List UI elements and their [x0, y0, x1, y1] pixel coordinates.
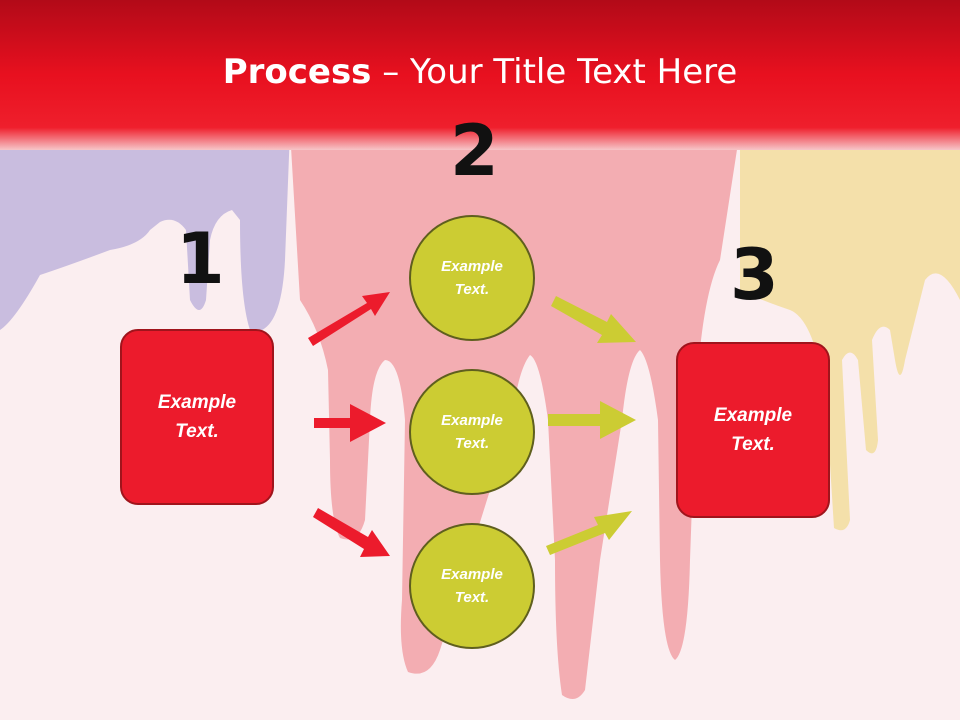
circle-bottom: Example Text. [409, 523, 535, 649]
circle-bottom-text: Example Text. [441, 566, 503, 606]
left-step-box: Example Text. [120, 329, 274, 505]
title-rest: – Your Title Text Here [371, 52, 738, 92]
step-number-3: 3 [730, 234, 779, 316]
arrow-right-red [314, 404, 386, 442]
slide-title: Process – Your Title Text Here [0, 52, 960, 92]
circle-middle: Example Text. [409, 369, 535, 495]
arrow-right-olive [548, 401, 636, 439]
arrow-down-right-red [313, 508, 390, 557]
circle-top: Example Text. [409, 215, 535, 341]
right-box-text: Example Text. [713, 405, 793, 455]
arrow-up-right-olive [546, 511, 632, 555]
left-box-text: Example Text. [157, 392, 237, 442]
step-number-2: 2 [450, 110, 499, 192]
right-step-box: Example Text. [676, 342, 830, 518]
circle-top-text: Example Text. [441, 258, 503, 298]
step-number-1: 1 [176, 218, 225, 300]
title-bold: Process [222, 52, 372, 92]
arrow-up-right-red [308, 292, 390, 346]
arrow-down-right-olive [551, 296, 636, 343]
circle-middle-text: Example Text. [441, 412, 503, 452]
